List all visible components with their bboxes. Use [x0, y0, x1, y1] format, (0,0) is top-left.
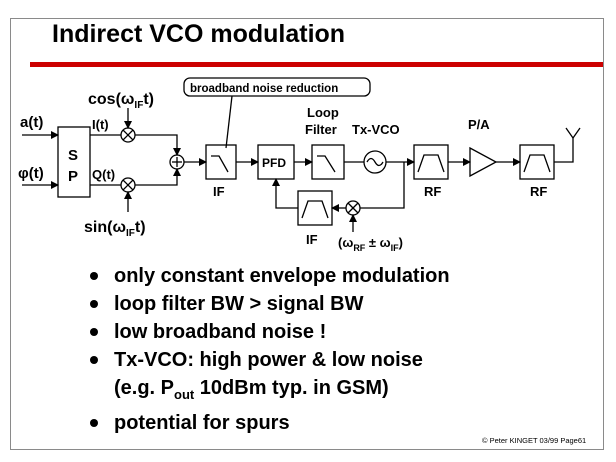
bullet-item: potential for spurs	[90, 409, 450, 437]
feedback-lo-label: (ωRF ± ωIF)	[338, 235, 403, 253]
pfd-label: PFD	[262, 156, 286, 170]
bullet-dot	[90, 272, 98, 280]
antenna-feed-line	[554, 138, 574, 163]
callout-pointer	[225, 95, 233, 149]
rf-filter-2-label: RF	[530, 184, 547, 199]
cos-lo-label: cos(ωIFt)	[88, 91, 154, 111]
phi-input-label: φ(t)	[18, 165, 44, 182]
sp-p-label: P	[68, 168, 78, 185]
pa-symbol	[469, 146, 498, 178]
loop-filter-label-1: Loop	[307, 105, 339, 120]
bullet-dot	[90, 356, 98, 364]
rf-filter-1-label: RF	[424, 184, 441, 199]
slide-title: Indirect VCO modulation	[52, 20, 346, 48]
feedback-tap-line	[360, 162, 405, 209]
lowpass-symbol	[211, 155, 229, 173]
footer-copyright: © Peter KINGET 03/99 Page61	[482, 436, 587, 445]
q-to-sum-line	[135, 168, 181, 186]
if-feedback-filter-block	[297, 190, 333, 226]
if-filter-block	[205, 144, 237, 180]
noise-callout-text: broadband noise reduction	[190, 83, 338, 95]
title-underline	[30, 62, 603, 67]
slide-frame	[10, 18, 604, 450]
bullet-item: only constant envelope modulation	[90, 262, 450, 290]
bullet-item: Tx-VCO: high power & low noise (e.g. Pou…	[90, 346, 450, 409]
bullet-item: loop filter BW > signal BW	[90, 290, 450, 318]
rf-filter-2-block	[519, 144, 555, 180]
bandpass-symbol-2	[523, 154, 551, 173]
bullet-dot	[90, 419, 98, 427]
rf-filter-1-block	[413, 144, 449, 180]
if-filter-label: IF	[213, 184, 225, 199]
sin-lo-label: sin(ωIFt)	[84, 219, 146, 239]
q-signal-label: Q(t)	[92, 167, 115, 182]
i-signal-label: I(t)	[92, 117, 109, 132]
bandpass-symbol-3	[301, 200, 329, 219]
bandpass-symbol-1	[417, 154, 445, 173]
bullet-subline: (e.g. Pout 10dBm typ. in GSM)	[114, 377, 389, 402]
loop-filter-label-2: Filter	[305, 122, 337, 137]
bullet-dot	[90, 300, 98, 308]
bullet-item: low broadband noise !	[90, 318, 450, 346]
noise-callout-box	[183, 77, 371, 97]
loop-lowpass-symbol	[317, 155, 336, 173]
i-to-sum-line	[135, 134, 181, 156]
feedback-to-pfd-line	[272, 178, 298, 209]
tx-vco-label: Tx-VCO	[352, 122, 400, 137]
a-input-label: a(t)	[20, 114, 43, 131]
bullet-list: only constant envelope modulation loop f…	[90, 262, 450, 437]
antenna-icon	[565, 127, 581, 140]
bullet-dot	[90, 328, 98, 336]
pa-label: P/A	[468, 117, 490, 132]
sp-block	[57, 126, 91, 198]
sp-s-label: S	[68, 147, 78, 164]
if-feedback-label: IF	[306, 232, 318, 247]
